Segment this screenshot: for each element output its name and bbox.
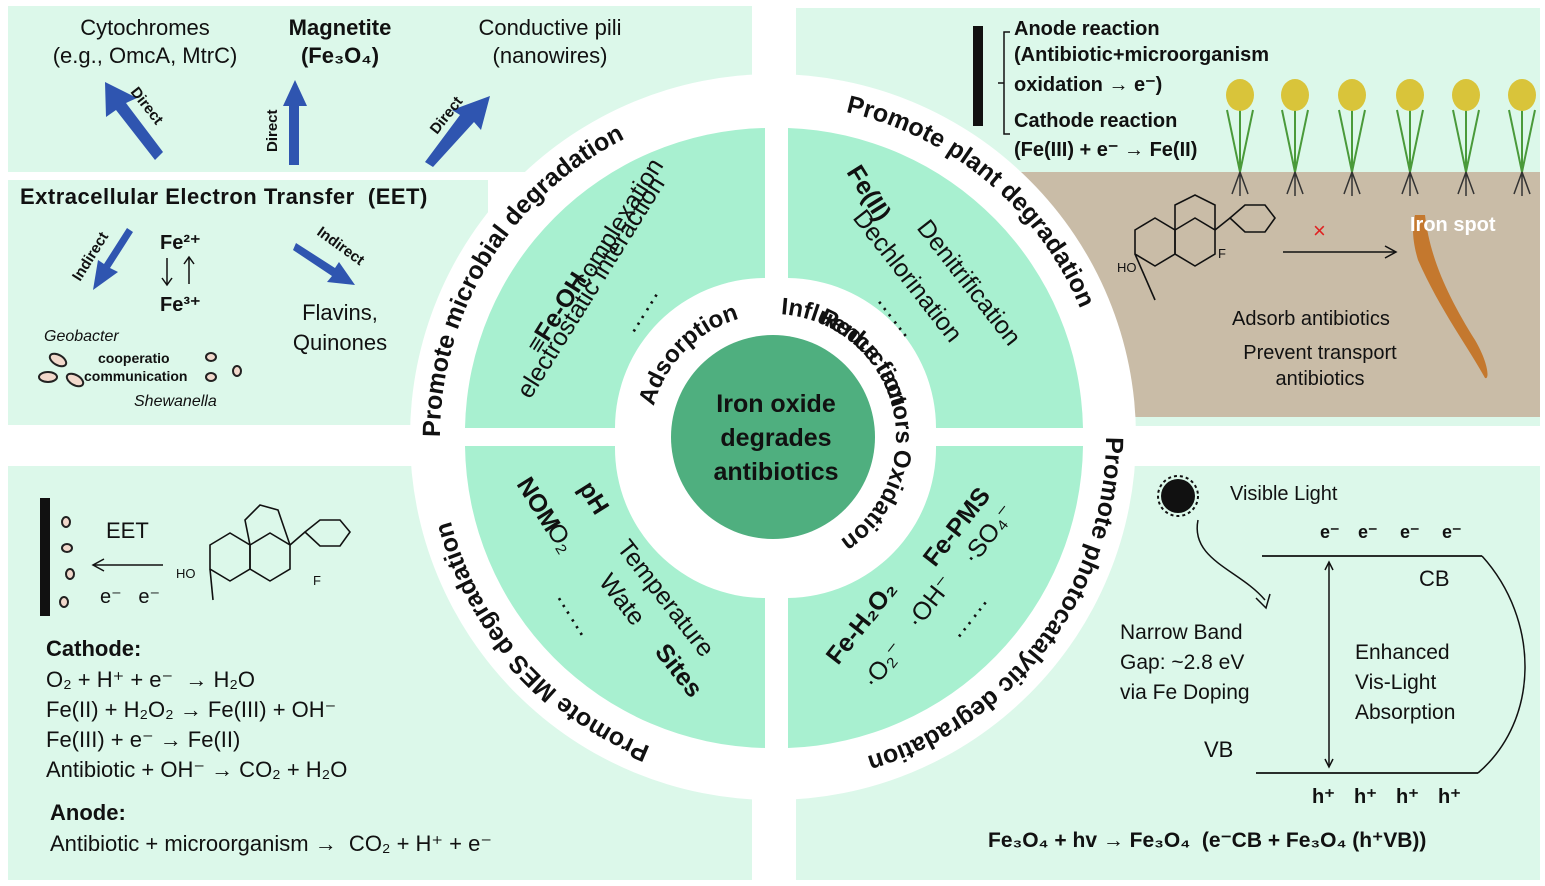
adsorb-label: Adsorb antibiotics	[1232, 308, 1390, 330]
cathode-eq-3: Fe(III) + e⁻ → Fe(II)	[46, 727, 241, 752]
direct-label-2: Direct	[264, 109, 281, 152]
mediators: Flavins, Quinones	[280, 298, 400, 358]
electrode-icon	[973, 26, 983, 126]
visible-light-label: Visible Light	[1230, 483, 1338, 505]
arrow-to-magnetite-icon	[283, 80, 307, 165]
vb-label: VB	[1204, 737, 1234, 762]
quadrant-oxidation	[788, 446, 1083, 748]
cathode-eq-4: Antibiotic + OH⁻ → CO₂ + H₂O	[46, 757, 348, 782]
svg-text:F: F	[313, 573, 321, 588]
prevent-label: Prevent transport antibiotics	[1225, 340, 1415, 392]
cathode-eq-2: Fe(II) + H₂O₂ → Fe(III) + OH⁻	[46, 697, 337, 722]
recombination-curve	[1477, 555, 1526, 774]
center-title-line-2: degrades	[720, 424, 831, 452]
prevent-line-2: antibiotics	[1275, 368, 1365, 390]
fe3-label: Fe³⁺	[160, 294, 201, 316]
anode-reaction-title: Anode reaction	[1014, 18, 1160, 40]
cooperation-label: cooperatio	[98, 350, 170, 366]
cb-electron-1: e⁻	[1320, 522, 1340, 542]
quadrant-adsorption	[465, 128, 765, 428]
quadrant-influence	[465, 446, 765, 748]
target-cytochromes-title: Cytochromes	[80, 15, 210, 40]
cathode-reaction-line2: (Fe(III) + e⁻ → Fe(II)	[1014, 139, 1198, 161]
prevent-line-1: Prevent transport	[1243, 342, 1397, 364]
rice-plants-icon	[1226, 79, 1536, 196]
fe-cycle-arrows-icon	[161, 255, 195, 287]
blocked-mark: ×	[1313, 218, 1326, 243]
gap-line-3: via Fe Doping	[1120, 681, 1250, 704]
cathode-reaction-title: Cathode reaction	[1014, 110, 1178, 132]
cathode-title: Cathode:	[46, 636, 142, 661]
electrode-bar-icon	[40, 498, 50, 616]
cb-electron-4: e⁻	[1442, 522, 1462, 542]
center-title-line-3: antibiotics	[713, 458, 838, 486]
bracket-icon	[998, 31, 1010, 135]
svg-text:HO: HO	[176, 566, 196, 581]
target-cytochromes-example: (e.g., OmcA, MtrC)	[52, 43, 238, 68]
enhanced-text: Enhanced Vis-Light Absorption	[1355, 638, 1455, 728]
arrow-indirect-left-icon	[93, 228, 133, 290]
target-pili-title: Conductive pili	[478, 15, 622, 40]
anode-title: Anode:	[50, 800, 126, 825]
vb-hole-3: h⁺	[1396, 786, 1419, 808]
photocatalysis-equation: Fe₃O₄ + hv → Fe₃O₄ (e⁻CB + Fe₃O₄ (h⁺VB))	[988, 829, 1427, 852]
center-circle	[671, 335, 875, 539]
arrow-indirect-right-icon	[293, 243, 355, 285]
panel-eet	[8, 180, 488, 425]
enhanced-line-3: Absorption	[1355, 701, 1456, 724]
gap-text: Narrow Band Gap: ~2.8 eV via Fe Doping	[1120, 618, 1250, 708]
enhanced-line-2: Vis-Light	[1355, 671, 1437, 694]
mes-bacteria-icon	[59, 516, 75, 608]
gap-line-1: Narrow Band	[1120, 621, 1243, 644]
target-magnetite: Magnetite (Fe₃O₄)	[260, 14, 420, 70]
anode-reaction-line2: (Antibiotic+microorganism	[1014, 44, 1270, 66]
root-iron-plaque-icon	[1413, 215, 1488, 379]
mes-eet-label: EET	[106, 518, 149, 543]
communication-label: communication	[84, 368, 188, 384]
fe2-label: Fe²⁺	[160, 232, 201, 254]
bacteria-cluster-icon	[38, 352, 242, 388]
mediator-flavins: Flavins,	[302, 300, 378, 325]
iron-spot-label: Iron spot	[1410, 214, 1496, 236]
target-pili: Conductive pili (nanowires)	[450, 14, 650, 70]
target-magnetite-formula: (Fe₃O₄)	[300, 43, 380, 68]
antibiotic-molecule-icon	[1134, 194, 1276, 301]
mes-electrons: e⁻ e⁻	[100, 586, 161, 608]
quadrant-reduction	[788, 128, 1083, 428]
target-cytochromes: Cytochromes (e.g., OmcA, MtrC)	[40, 14, 250, 70]
arrow-to-pili-icon	[425, 96, 490, 167]
anode-reaction-line3: oxidation → e⁻)	[1014, 74, 1163, 96]
target-pili-note: (nanowires)	[492, 43, 608, 68]
svg-text:F: F	[1218, 246, 1226, 261]
gap-line-2: Gap: ~2.8 eV	[1120, 651, 1245, 674]
enhanced-line-1: Enhanced	[1355, 641, 1450, 664]
center-title-line-1: Iron oxide	[716, 390, 836, 418]
light-arrow-icon	[1196, 519, 1266, 601]
arrow-to-cytochromes-icon	[105, 82, 163, 160]
vb-hole-2: h⁺	[1354, 786, 1377, 808]
svg-text:HO: HO	[1117, 260, 1137, 275]
cb-electron-3: e⁻	[1400, 522, 1420, 542]
cb-electron-2: e⁻	[1358, 522, 1378, 542]
geobacter-label: Geobacter	[44, 328, 119, 345]
vb-hole-1: h⁺	[1312, 786, 1335, 808]
anode-eq: Antibiotic + microorganism → CO₂ + H⁺ + …	[50, 831, 492, 856]
shewanella-label: Shewanella	[134, 393, 217, 410]
vb-hole-4: h⁺	[1438, 786, 1461, 808]
eet-title: Extracellular Electron Transfer (EET)	[20, 184, 428, 209]
mediator-quinones: Quinones	[292, 330, 388, 355]
mes-molecule-icon	[209, 504, 352, 601]
sun-icon	[1157, 475, 1199, 517]
cb-label: CB	[1419, 566, 1450, 591]
target-magnetite-title: Magnetite	[288, 15, 392, 40]
cathode-eq-1: O₂ + H⁺ + e⁻ → H₂O	[46, 667, 256, 692]
